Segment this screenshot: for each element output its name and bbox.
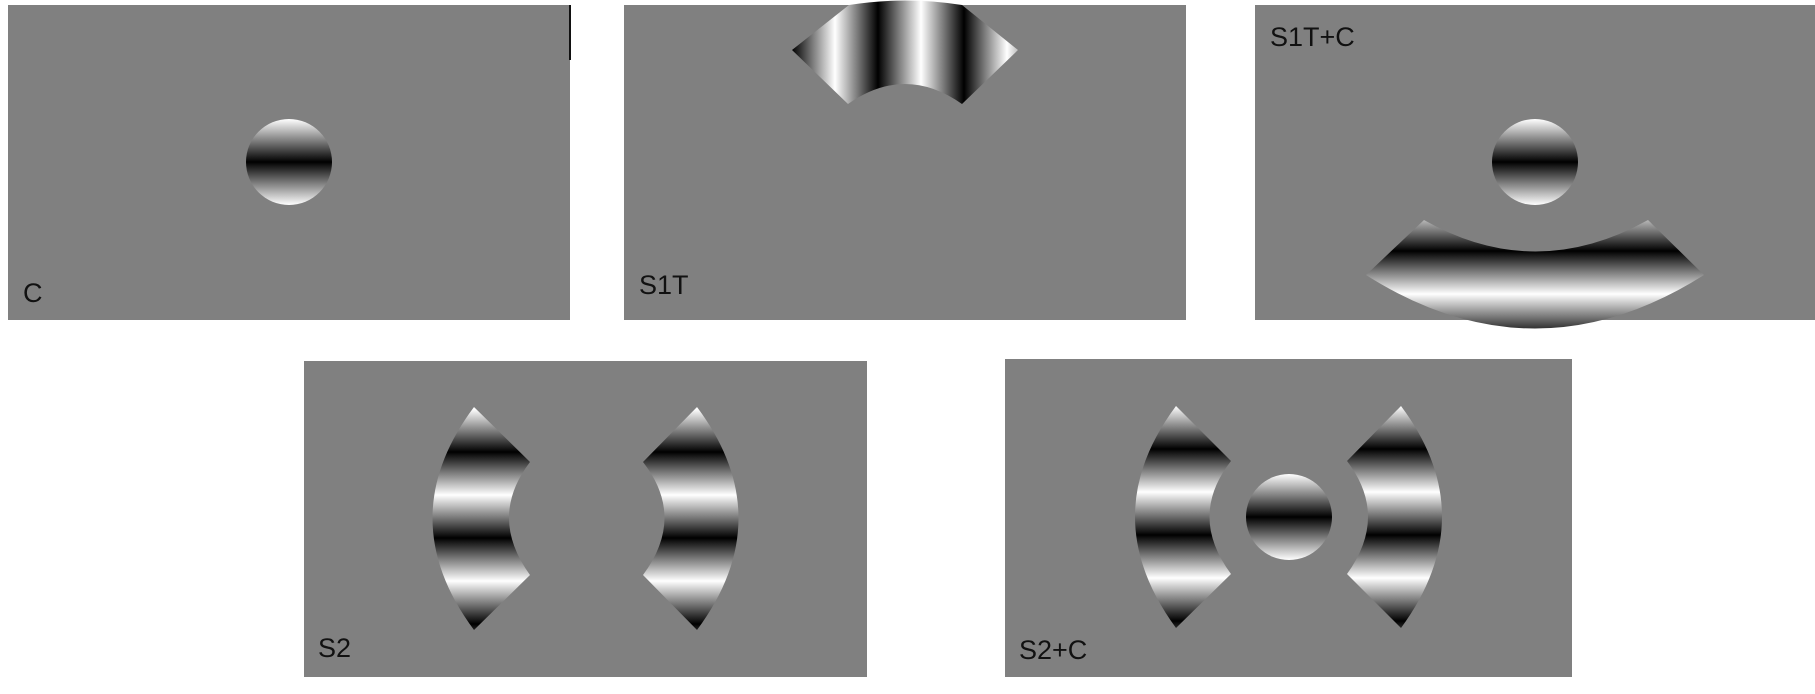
- panel-s1tc-bottom-surround-grating-shape: [1366, 220, 1704, 329]
- panel-s1t-label: S1T: [639, 270, 689, 300]
- panel-s2-background: [304, 361, 867, 677]
- panel-s2-left-surround-grating: [432, 407, 530, 630]
- panel-c-label: C: [23, 278, 43, 308]
- panel-s1tc: S1T+C: [1255, 5, 1815, 329]
- panel-s2c-left-surround-grating: [1135, 406, 1231, 628]
- panel-s1tc-center-grating: [1492, 119, 1578, 205]
- panel-s1t-top-surround-arc: [792, 0, 1018, 104]
- panel-s2: S2: [304, 361, 867, 677]
- panel-s2-label: S2: [318, 633, 351, 663]
- panel-s2c-center-grating: [1246, 474, 1332, 560]
- panel-c-center-grating: [246, 119, 332, 205]
- panel-s1tc-label: S1T+C: [1270, 22, 1355, 52]
- panel-s2c: S2+C: [1005, 359, 1572, 677]
- panel-s1t: S1T: [624, 0, 1186, 320]
- panel-s2c-label: S2+C: [1019, 635, 1087, 665]
- panel-s2-right-surround-grating: [643, 407, 739, 630]
- panel-s2c-right-surround-grating: [1347, 406, 1442, 628]
- panel-c: C: [8, 5, 571, 320]
